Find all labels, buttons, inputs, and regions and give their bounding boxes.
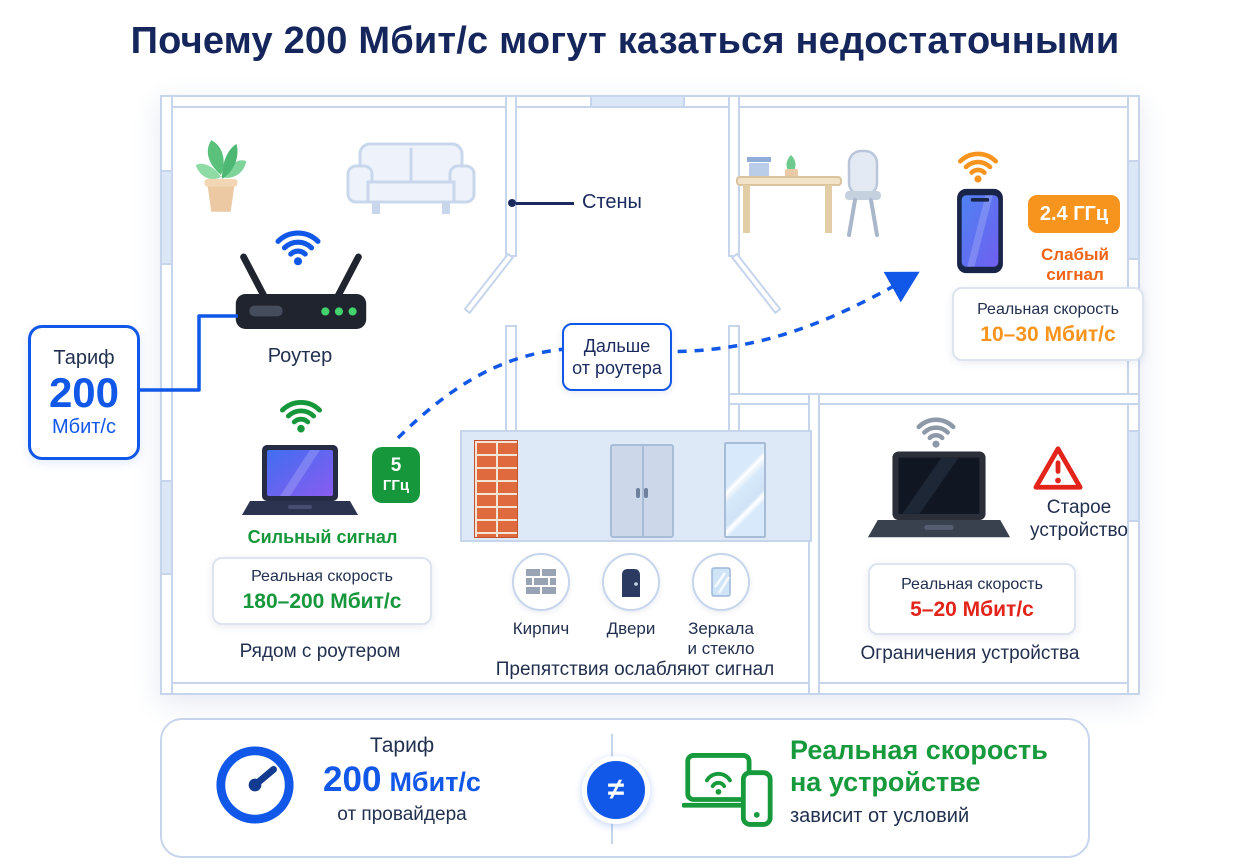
farther-line2: от роутера <box>572 358 662 378</box>
speed-box-near: Реальная скорость 180–200 Мбит/с <box>212 557 432 625</box>
tariff-cable <box>140 314 238 392</box>
brick-wall <box>474 440 518 538</box>
speed-value: 180–200 Мбит/с <box>242 590 402 613</box>
farther-line1: Дальше <box>583 335 651 356</box>
footer-tariff-value: 200 <box>323 760 382 799</box>
speed-label: Реальная скорость <box>251 568 393 585</box>
band-5ghz-badge: 5 ГГц <box>372 447 420 503</box>
mirror-icon <box>711 567 731 597</box>
walls-pointer-dot <box>508 199 516 207</box>
footer-tariff-label: Тариф <box>369 734 435 757</box>
tariff-value: 200 <box>48 368 120 416</box>
obstacle-mirror-label: Зеркала и стекло <box>678 619 764 660</box>
smartphone-icon <box>957 188 1003 274</box>
window <box>1127 430 1140 522</box>
old-device-caption: Ограничения устройства <box>860 643 1080 664</box>
old-device-label-line2: устройство <box>1030 519 1128 541</box>
tariff-badge: Тариф 200 Мбит/с <box>28 325 140 460</box>
old-device-label: Старое устройство <box>1018 497 1140 543</box>
glass-door <box>724 442 766 538</box>
obstacle-mirror-label-line2: и стекло <box>687 639 755 659</box>
wardrobe <box>610 444 674 538</box>
speed-value: 5–20 Мбит/с <box>910 598 1034 621</box>
door-icon <box>622 569 640 597</box>
wifi-icon-old-device <box>916 417 956 448</box>
window <box>160 170 173 265</box>
wifi-icon-weak <box>958 151 998 183</box>
footer-tariff-unit: Мбит/с <box>389 767 481 797</box>
plant-icon <box>195 140 247 212</box>
router-label: Роутер <box>267 345 333 367</box>
window <box>590 95 685 108</box>
speed-value: 10–30 Мбит/с <box>980 323 1116 346</box>
router-icon <box>235 253 367 329</box>
strong-signal-label: Сильный сигнал <box>247 527 398 547</box>
obstacles-caption: Препятствия ослабляют сигнал <box>495 659 775 680</box>
speed-box-far: Реальная скорость 10–30 Мбит/с <box>952 287 1144 361</box>
walls-label: Стены <box>582 191 642 213</box>
obstacle-brick-circle <box>512 553 570 611</box>
farther-from-router-box: Дальше от роутера <box>562 323 672 391</box>
walls-pointer-line <box>516 202 574 205</box>
window <box>160 480 173 575</box>
footer-real-caption: зависит от условий <box>790 804 970 827</box>
devices-icon <box>682 753 773 827</box>
tariff-label: Тариф <box>53 346 115 369</box>
band-24ghz-badge: 2.4 ГГц <box>1028 195 1120 233</box>
near-router-caption: Рядом с роутером <box>239 641 401 662</box>
wall-bottom <box>160 682 1140 695</box>
desk-and-chair-icon <box>736 149 881 237</box>
obstacles-room <box>460 430 812 542</box>
wifi-icon-strong <box>280 399 323 433</box>
old-laptop-icon <box>867 451 1011 538</box>
footer-tariff-block: Тариф 200 Мбит/с от провайдера <box>290 734 514 826</box>
footer-real-line2: на устройстве <box>790 767 981 798</box>
weak-signal-label: Слабый сигнал <box>1041 245 1109 284</box>
obstacle-door-circle <box>602 553 660 611</box>
footer-real-line1: Реальная скорость <box>790 735 1048 765</box>
speed-label: Реальная скорость <box>901 576 1043 593</box>
footer-tariff-caption: от провайдера <box>337 804 467 825</box>
speed-label: Реальная скорость <box>977 301 1119 318</box>
window <box>1127 160 1140 260</box>
not-equal-icon: ≠ <box>582 756 650 824</box>
speed-box-old-device: Реальная скорость 5–20 Мбит/с <box>868 563 1076 635</box>
summary-banner: Тариф 200 Мбит/с от провайдера ≠ Реальна… <box>160 718 1090 858</box>
page-title: Почему 200 Мбит/с могут казаться недоста… <box>130 20 1120 62</box>
band-5ghz-unit: ГГц <box>382 476 410 494</box>
obstacle-door-label: Двери <box>606 619 656 638</box>
obstacle-mirror-circle <box>692 553 750 611</box>
obstacle-mirror-label-line1: Зеркала <box>688 619 754 638</box>
warning-icon <box>1033 446 1083 490</box>
tariff-unit: Мбит/с <box>51 415 116 438</box>
laptop-icon <box>242 445 358 515</box>
footer-real-speed-block: Реальная скорость на устройстве зависит … <box>790 734 1082 828</box>
floor-plan: Роутер 5 ГГц Сильный сигнал Реальная ско… <box>160 95 1144 695</box>
wall-hall-left-upper <box>505 95 517 257</box>
speedometer-icon <box>216 746 294 824</box>
obstacle-brick-label: Кирпич <box>512 619 570 638</box>
wall-right-horizontal <box>728 393 1140 405</box>
band-5ghz-value: 5 <box>390 455 402 477</box>
brick-icon <box>526 569 556 594</box>
wifi-icon-router <box>275 230 321 266</box>
old-device-label-line1: Старое <box>1046 497 1112 518</box>
sofa-icon <box>346 142 476 214</box>
